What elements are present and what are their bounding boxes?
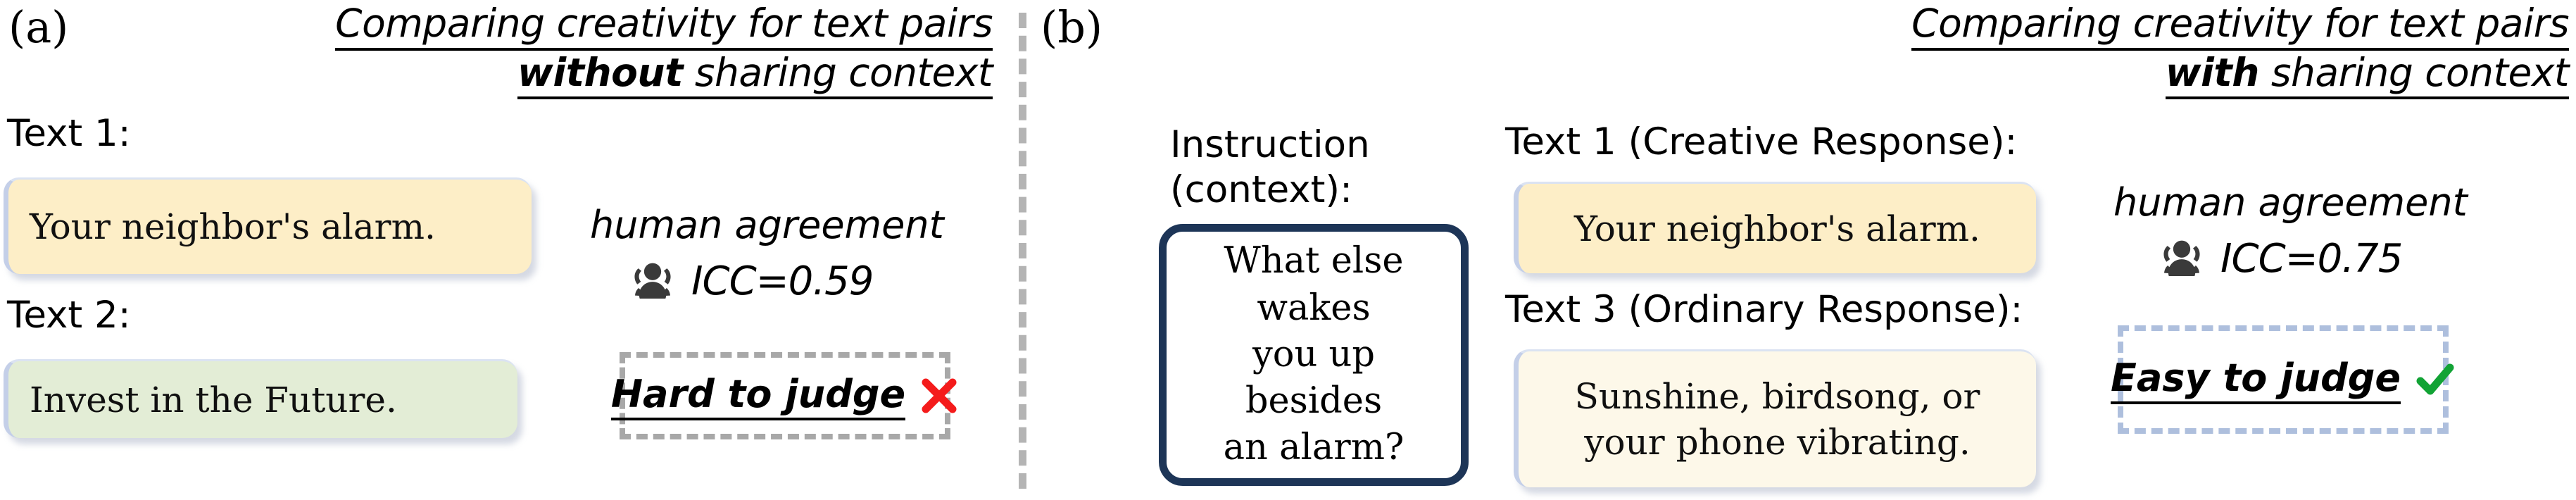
- panel-b-title-emphasis: with: [2165, 49, 2260, 95]
- verdict-box-hard-to-judge: Hard to judge: [610, 352, 957, 439]
- verdict-label-a: Hard to judge: [610, 372, 906, 420]
- panel-b-title: Comparing creativity for text pairs with…: [1598, 1, 2570, 100]
- panel-a-title-line2: without sharing context: [517, 49, 993, 100]
- panel-a-title-line1: Comparing creativity for text pairs: [335, 1, 993, 51]
- people-group-icon: [627, 255, 679, 307]
- check-mark-icon: [2415, 359, 2456, 400]
- bubble-text-3-ordinary: Sunshine, birdsong, or your phone vibrat…: [1514, 349, 2036, 487]
- bubble-text-1-content: Your neighbor's alarm.: [30, 206, 436, 247]
- instruction-line-2: you up besides: [1245, 333, 1383, 423]
- verdict-box-easy-to-judge: Easy to judge: [2110, 325, 2454, 434]
- panel-b-letter: (b): [1041, 1, 1103, 53]
- bubble-text-3-line-2: your phone vibrating.: [1584, 421, 1971, 463]
- label-text-3-ordinary: Text 3 (Ordinary Response):: [1505, 288, 2023, 331]
- bubble-text-1: Your neighbor's alarm.: [4, 177, 532, 274]
- bubble-text-1-creative: Your neighbor's alarm.: [1514, 182, 2036, 273]
- bubble-text-2: Invest in the Future.: [4, 359, 517, 438]
- panel-b-title-line1: Comparing creativity for text pairs: [1911, 1, 2569, 51]
- instruction-line-3: an alarm?: [1223, 427, 1405, 469]
- cross-mark-icon: [919, 376, 959, 415]
- label-text-1: Text 1:: [7, 112, 131, 155]
- panel-a-letter: (a): [8, 1, 69, 53]
- bubble-text-3-line-1: Sunshine, birdsong, or: [1574, 375, 1980, 417]
- instruction-context-text: What else wakes you up besides an alarm?: [1179, 238, 1448, 471]
- label-text-1-creative: Text 1 (Creative Response):: [1505, 120, 2018, 163]
- icc-value-b: ICC=0.75: [2220, 235, 2403, 282]
- panel-b-with-context: (b) Comparing creativity for text pairs …: [1028, 0, 2576, 500]
- panel-b-title-line2: with sharing context: [2165, 49, 2570, 100]
- human-agreement-label-b: human agreement: [2113, 180, 2468, 225]
- instruction-context-box: What else wakes you up besides an alarm?: [1159, 224, 1469, 486]
- instruction-line-1: What else wakes: [1224, 240, 1404, 329]
- icc-value-a: ICC=0.59: [691, 258, 874, 304]
- panel-b-title-line2-rest: sharing context: [2270, 49, 2570, 95]
- bubble-text-2-content: Invest in the Future.: [30, 379, 397, 420]
- panel-divider: [1019, 13, 1026, 489]
- label-text-2: Text 2:: [7, 294, 131, 337]
- panel-a-title-line2-rest: sharing context: [694, 49, 993, 95]
- panel-a-without-context: (a) Comparing creativity for text pairs …: [0, 0, 1021, 500]
- bubble-text-1-creative-content: Your neighbor's alarm.: [1574, 208, 1980, 249]
- verdict-label-b: Easy to judge: [2110, 356, 2401, 404]
- panel-a-title-emphasis: without: [517, 49, 683, 95]
- icc-row-a: ICC=0.59: [627, 255, 874, 307]
- icc-row-b: ICC=0.75: [2156, 232, 2403, 285]
- panel-a-title: Comparing creativity for text pairs with…: [176, 1, 993, 100]
- people-group-icon: [2156, 232, 2208, 285]
- human-agreement-label-a: human agreement: [590, 203, 944, 247]
- bubble-text-3-ordinary-content: Sunshine, birdsong, or your phone vibrat…: [1540, 374, 2015, 465]
- label-instruction-line2: (context):: [1170, 168, 1352, 211]
- label-instruction-line1: Instruction: [1170, 123, 1370, 166]
